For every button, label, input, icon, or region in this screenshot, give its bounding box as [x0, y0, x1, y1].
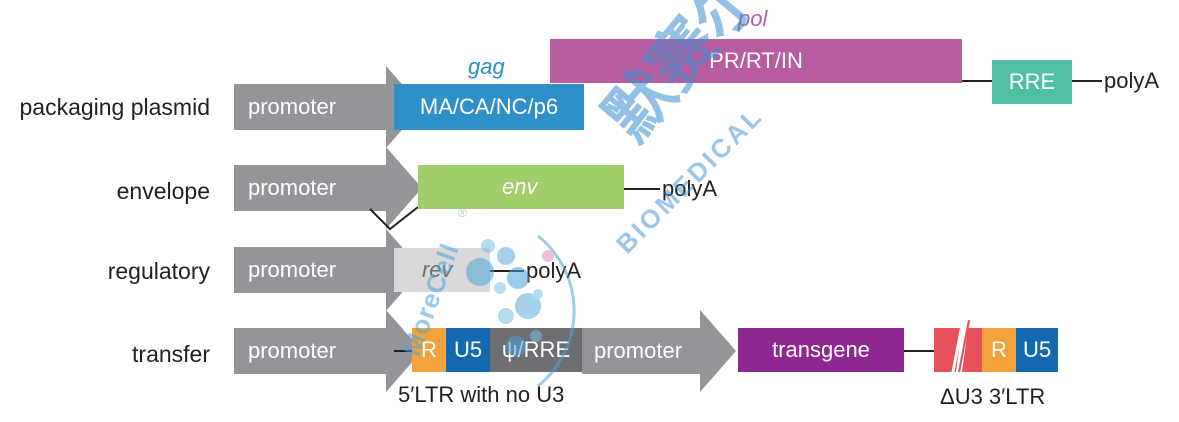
- promoter-label: promoter: [248, 175, 337, 200]
- psi-rre-box: ψ/RRE: [490, 328, 582, 372]
- polya-label: polyA: [526, 258, 582, 283]
- r-label: R: [421, 337, 437, 362]
- arrow-body: [234, 84, 386, 130]
- connector-line: [1072, 80, 1102, 82]
- u5-label: U5: [1022, 337, 1052, 362]
- polya-label: polyA: [1104, 68, 1160, 93]
- connector-line: [490, 270, 524, 272]
- envelope-promoter-arrow: promoter: [234, 147, 422, 229]
- transgene-label: transgene: [772, 337, 870, 362]
- row-label-transfer: transfer: [132, 341, 210, 367]
- ltr3-caption: ΔU3 3′LTR: [940, 384, 1046, 409]
- promoter-label: promoter: [248, 338, 337, 363]
- r-box-3ltr: R: [982, 328, 1016, 372]
- row-label-envelope: envelope: [116, 178, 210, 204]
- delta-u3-box: [934, 319, 982, 373]
- connector-line: [962, 80, 992, 82]
- connector-line: [624, 188, 660, 190]
- arrow-body: [582, 328, 700, 374]
- rev-label: rev: [422, 257, 453, 282]
- pr-rt-in-box: PR/RT/IN: [550, 39, 962, 83]
- arrow-body: [234, 247, 386, 293]
- r-box-5ltr: R: [412, 328, 446, 372]
- arrow-body: [234, 328, 386, 374]
- u5-label: U5: [453, 337, 483, 362]
- connector-line: [394, 350, 414, 352]
- promoter-label: promoter: [594, 338, 683, 363]
- promoter-label: promoter: [248, 257, 337, 282]
- row-label-regulatory: regulatory: [107, 258, 210, 284]
- polya-label: polyA: [662, 176, 718, 201]
- r-label: R: [991, 337, 1007, 362]
- psi-rre-label: ψ/RRE: [501, 337, 571, 362]
- u5-box-3ltr: U5: [1016, 328, 1058, 372]
- rre-label: RRE: [1008, 69, 1056, 94]
- promoter-label: promoter: [248, 94, 337, 119]
- rev-box: rev: [394, 248, 490, 292]
- env-label: env: [502, 174, 538, 199]
- ltr5-caption: 5′LTR with no U3: [398, 382, 565, 407]
- rre-box: RRE: [992, 60, 1072, 104]
- internal-promoter-arrow: promoter: [582, 310, 736, 392]
- connector-line: [904, 350, 934, 352]
- transgene-box: transgene: [738, 328, 904, 372]
- u5-box-5ltr: U5: [446, 328, 490, 372]
- arrow-head: [700, 310, 736, 392]
- arrow-head: [386, 147, 422, 229]
- gag-label: gag: [468, 54, 505, 79]
- env-box: env: [418, 165, 624, 209]
- row-label-packaging: packaging plasmid: [19, 94, 210, 120]
- pol-label: pol: [738, 6, 768, 31]
- gag-box-label: MA/CA/NC/p6: [419, 94, 559, 119]
- gag-box: MA/CA/NC/p6: [394, 84, 584, 130]
- arrow-body: [234, 165, 386, 211]
- pr-rt-in-label: PR/RT/IN: [709, 48, 803, 73]
